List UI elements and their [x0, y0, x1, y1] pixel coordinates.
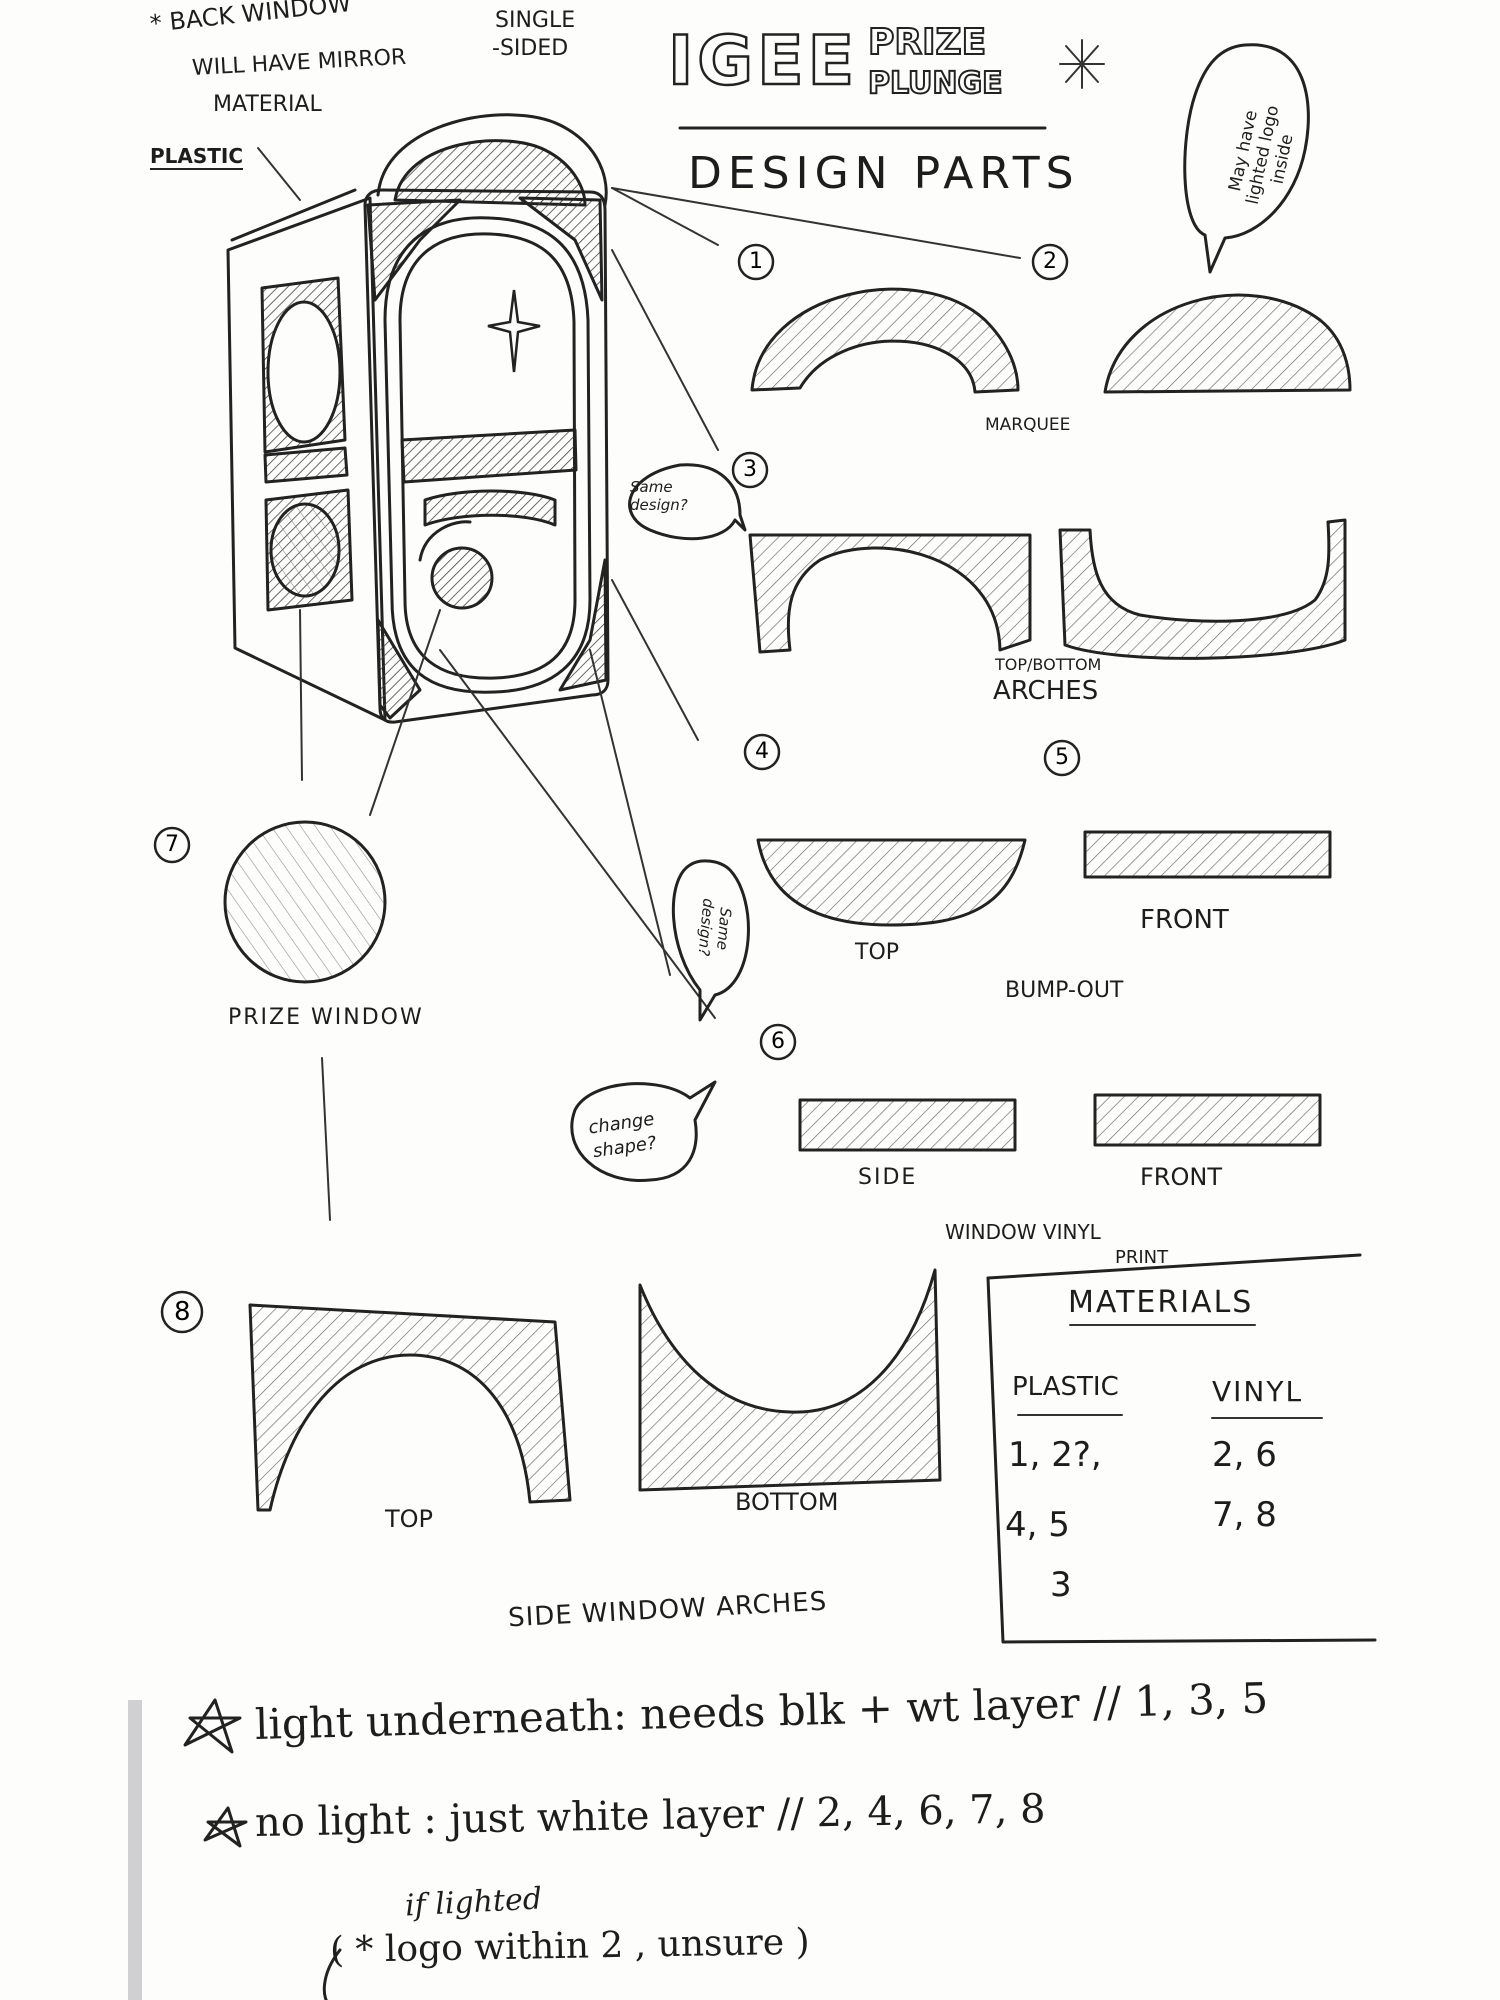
marquee-label: MARQUEE	[985, 415, 1071, 435]
same-design-bubble-b	[671, 859, 750, 1022]
part-7-prize-window	[223, 820, 387, 984]
part-number-3: 3	[743, 457, 757, 482]
materials-box-top	[986, 1253, 1362, 1280]
part-number-1: 1	[749, 249, 763, 274]
front-corner-tr	[518, 196, 604, 302]
part-number-6: 6	[771, 1029, 785, 1054]
if-lighted-note: if lighted	[404, 1881, 543, 1924]
prize-chute	[423, 489, 557, 527]
window-vinyl-print-label: PRINT	[1115, 1247, 1169, 1268]
arches-label-1: TOP/BOTTOM	[995, 655, 1102, 674]
chute-edge	[418, 520, 472, 562]
single-sided-2: -SIDED	[492, 36, 569, 61]
asterisk-icon	[1059, 39, 1105, 89]
bumpout-label: BUMP-OUT	[1005, 978, 1124, 1003]
materials-plastic-row-2: 4, 5	[1005, 1505, 1070, 1545]
arches-label-2: ARCHES	[993, 676, 1099, 706]
leader-4	[611, 579, 699, 741]
plastic-side-label: PLASTIC	[150, 144, 244, 170]
footer-star-1	[183, 1698, 242, 1754]
materials-plastic-row-1: 1, 2?,	[1008, 1435, 1102, 1475]
logo-bubble	[1183, 43, 1310, 274]
machine-sketch	[226, 113, 610, 724]
number-circles	[153, 243, 1081, 1334]
side-divider	[263, 446, 349, 484]
leader-7b	[369, 609, 441, 816]
side-arch-bottom-label: BOTTOM	[735, 1488, 839, 1516]
design-parts-heading: DESIGN PARTS	[688, 148, 1080, 199]
machine-dome-hatch	[393, 139, 587, 207]
front-window-band	[400, 428, 578, 484]
leader-8	[321, 1057, 331, 1221]
front-corner-tl	[366, 198, 462, 302]
change-shape-text: change shape?	[587, 1108, 659, 1165]
part-5-bumpout-front	[1083, 830, 1332, 879]
change-shape-bubble	[570, 1080, 717, 1182]
part-number-2: 2	[1043, 249, 1057, 274]
part-4-bumpout-top	[756, 838, 1027, 927]
materials-plastic-header: PLASTIC	[1012, 1372, 1119, 1402]
materials-plastic-row-3: 3	[1050, 1565, 1072, 1605]
machine-front-body	[363, 188, 610, 724]
part-number-5: 5	[1055, 745, 1069, 770]
part-8-side-arch-bottom	[638, 1268, 942, 1492]
part-number-4: 4	[755, 739, 769, 764]
side-arch-top-label: TOP	[385, 1505, 434, 1533]
bumpout-front-label: FRONT	[1140, 905, 1229, 935]
materials-box-lines	[986, 1276, 1377, 1644]
front-corner-br	[558, 558, 608, 692]
title-plunge: PLUNGE	[867, 65, 1004, 102]
machine-dome	[376, 113, 608, 207]
paren-left	[322, 1948, 342, 2000]
same-design-a-line-2: design?	[630, 496, 688, 514]
part-number-8: 8	[174, 1297, 191, 1327]
part-8-side-arch-top	[248, 1303, 572, 1512]
prize-window-label: PRIZE WINDOW	[228, 1005, 424, 1030]
part-6-vinyl-front	[1093, 1093, 1322, 1147]
window-vinyl-label: WINDOW VINYL	[945, 1220, 1101, 1244]
part-2-marquee-disc	[1103, 293, 1352, 394]
leader-lines	[257, 147, 1021, 1221]
same-design-bubble-a	[628, 463, 747, 541]
prize-window-circle	[430, 546, 494, 610]
leader-3	[611, 249, 719, 451]
same-design-a-line-1: Same	[630, 478, 673, 496]
back-window-note-3: MATERIAL	[213, 92, 322, 117]
scan-edge	[128, 1700, 142, 2000]
plastic-leader	[257, 147, 301, 201]
materials-vinyl-header: VINYL	[1212, 1375, 1304, 1408]
leader-2	[611, 187, 1021, 259]
part-3-bottom-arch	[1058, 518, 1347, 660]
machine-top-edge	[230, 188, 357, 242]
part-number-7: 7	[165, 832, 179, 857]
vinyl-side-label: SIDE	[858, 1165, 918, 1190]
sparkle-icon	[487, 289, 541, 373]
bumpout-top-label: TOP	[855, 940, 900, 965]
front-window-outer	[383, 216, 592, 694]
single-sided-1: SINGLE	[495, 8, 576, 33]
materials-title: MATERIALS	[1068, 1285, 1254, 1320]
footer-star-2	[203, 1806, 248, 1848]
materials-vinyl-row-1: 2, 6	[1212, 1435, 1277, 1475]
same-design-a-text: Same design?	[630, 478, 688, 514]
leader-6	[439, 649, 716, 1019]
leader-7a	[299, 609, 303, 781]
leader-1	[611, 187, 719, 246]
materials-vinyl-row-2: 7, 8	[1212, 1495, 1277, 1535]
logo-within-note: ( * logo within 2 , unsure )	[329, 1921, 810, 1971]
title-prize: PRIZE	[867, 21, 987, 64]
front-corner-bl	[376, 618, 422, 720]
side-window-lower	[269, 502, 341, 598]
vinyl-front-label: FRONT	[1140, 1163, 1222, 1191]
part-1-marquee-arch	[750, 287, 1020, 394]
leader-5	[589, 649, 671, 976]
side-window-upper	[266, 300, 342, 444]
title-igee: IGEE	[667, 21, 859, 103]
part-3-top-arch	[748, 533, 1032, 654]
part-6-vinyl-side	[798, 1098, 1017, 1152]
